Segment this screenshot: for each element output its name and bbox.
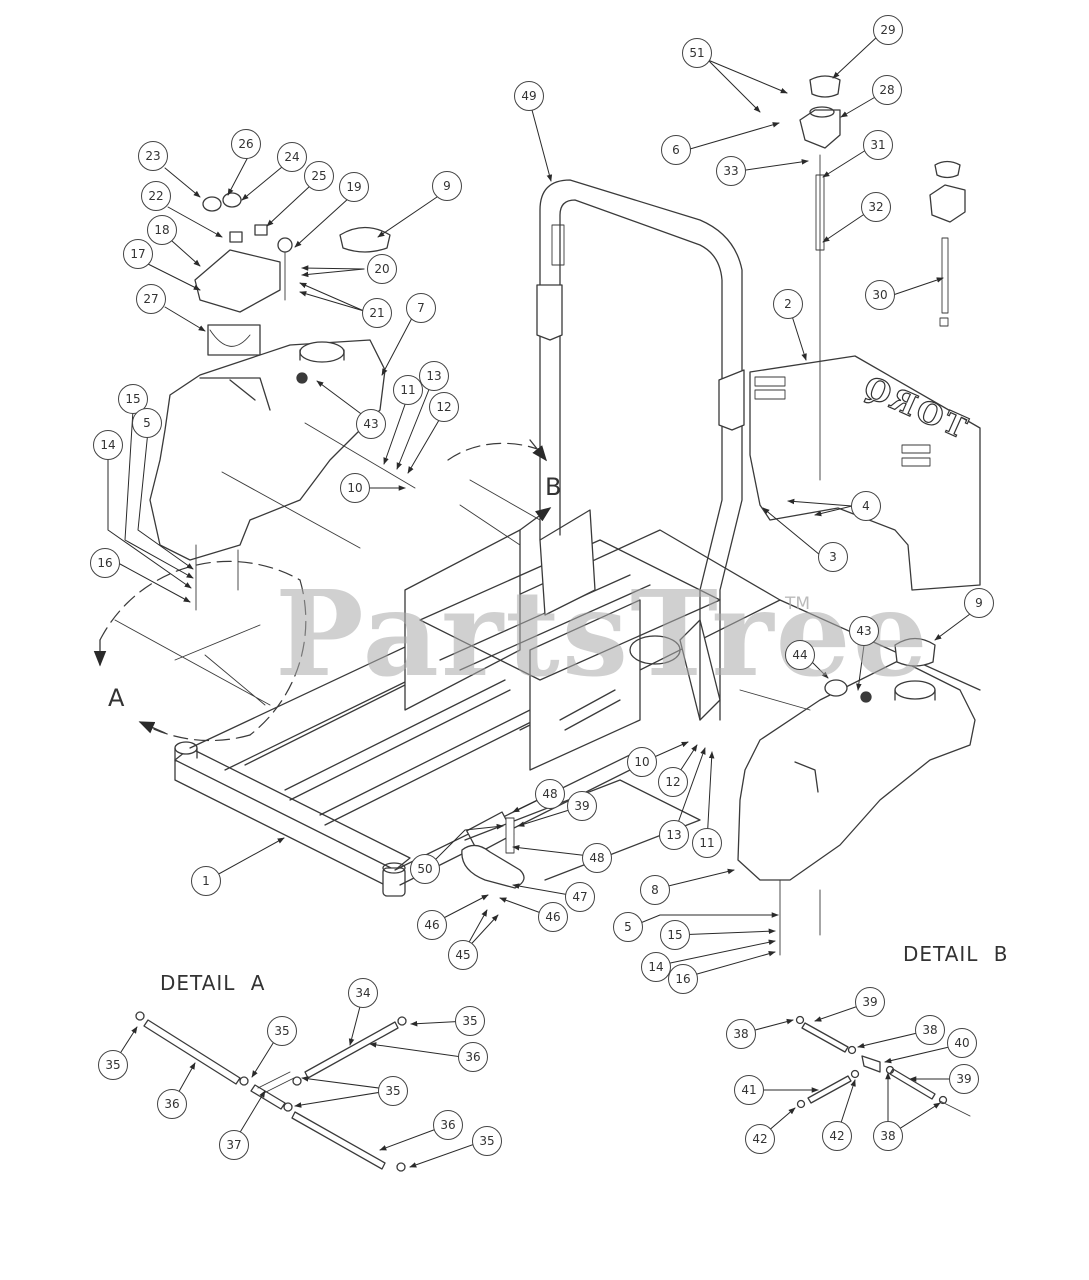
callout-32[interactable]: 32 [861,192,891,222]
callout-46-right[interactable]: 46 [538,902,568,932]
callout-9-top[interactable]: 9 [432,171,462,201]
callout-38-left[interactable]: 38 [726,1019,756,1049]
control-box [194,192,293,356]
callout-51[interactable]: 51 [682,38,712,68]
callout-14-bottom[interactable]: 14 [641,952,671,982]
callout-26[interactable]: 26 [231,129,261,159]
callout-38-right[interactable]: 38 [915,1015,945,1045]
callout-2[interactable]: 2 [773,289,803,319]
callout-25[interactable]: 25 [304,161,334,191]
left-fuel-tank [149,339,386,561]
callout-24[interactable]: 24 [277,142,307,172]
callout-18[interactable]: 18 [147,215,177,245]
callout-33[interactable]: 33 [716,156,746,186]
callout-34[interactable]: 34 [348,978,378,1008]
fuel-filter-assembly [799,75,966,327]
callout-3[interactable]: 3 [818,542,848,572]
callout-12-top[interactable]: 12 [429,392,459,422]
callout-40[interactable]: 40 [947,1028,977,1058]
callout-44[interactable]: 44 [785,640,815,670]
callout-43-left[interactable]: 43 [356,409,386,439]
view-marker-a: A [108,684,125,712]
callout-43-right[interactable]: 43 [849,616,879,646]
callout-22[interactable]: 22 [141,181,171,211]
callout-5-left[interactable]: 5 [132,408,162,438]
callout-45[interactable]: 45 [448,940,478,970]
callout-36-b[interactable]: 36 [458,1042,488,1072]
callout-13-bottom[interactable]: 13 [659,820,689,850]
detail-b-title: DETAIL B [903,942,1009,966]
callout-1[interactable]: 1 [191,866,221,896]
callout-46-left[interactable]: 46 [417,910,447,940]
callout-49[interactable]: 49 [514,81,544,111]
rear-control-panel [749,154,981,591]
callout-35-c[interactable]: 35 [455,1006,485,1036]
callout-31[interactable]: 31 [863,130,893,160]
callout-39-main[interactable]: 39 [567,791,597,821]
callout-21[interactable]: 21 [362,298,392,328]
seat-mount-brackets [404,509,721,771]
callout-19[interactable]: 19 [339,172,369,202]
callout-9-right[interactable]: 9 [964,588,994,618]
callout-39-detail-top[interactable]: 39 [855,987,885,1017]
callout-16-left[interactable]: 16 [90,548,120,578]
callout-36-a[interactable]: 36 [157,1089,187,1119]
detail-b-drawing [795,1015,971,1117]
callout-30[interactable]: 30 [865,280,895,310]
callout-39-detail-right[interactable]: 39 [949,1064,979,1094]
callout-4[interactable]: 4 [851,491,881,521]
callout-15-bottom[interactable]: 15 [660,920,690,950]
callout-17[interactable]: 17 [123,239,153,269]
view-marker-b: B [545,473,562,501]
callout-35-e[interactable]: 35 [472,1126,502,1156]
callout-8[interactable]: 8 [640,875,670,905]
callout-47[interactable]: 47 [565,882,595,912]
callout-28[interactable]: 28 [872,75,902,105]
callout-42-right[interactable]: 42 [822,1121,852,1151]
callout-48-top[interactable]: 48 [535,779,565,809]
callout-7[interactable]: 7 [406,293,436,323]
callout-6[interactable]: 6 [661,135,691,165]
callout-37[interactable]: 37 [219,1130,249,1160]
trademark-symbol: TM [785,594,811,614]
callout-14-left[interactable]: 14 [93,430,123,460]
callout-11-top[interactable]: 11 [393,375,423,405]
callout-23[interactable]: 23 [138,141,168,171]
callout-35-a[interactable]: 35 [98,1050,128,1080]
callout-29[interactable]: 29 [873,15,903,45]
callout-42-left[interactable]: 42 [745,1124,775,1154]
callout-20[interactable]: 20 [367,254,397,284]
callout-41[interactable]: 41 [734,1075,764,1105]
callout-5-bottom[interactable]: 5 [613,912,643,942]
detail-a-title: DETAIL A [160,971,266,995]
right-fuel-tank [737,659,976,881]
callout-10-bottom[interactable]: 10 [627,747,657,777]
callout-11-bottom[interactable]: 11 [692,828,722,858]
callout-27[interactable]: 27 [136,284,166,314]
callout-10-top[interactable]: 10 [340,473,370,503]
callout-48-bottom[interactable]: 48 [582,843,612,873]
callout-12-bottom[interactable]: 12 [658,767,688,797]
callout-38-bottom[interactable]: 38 [873,1121,903,1151]
callout-35-b[interactable]: 35 [267,1016,297,1046]
callout-35-d[interactable]: 35 [378,1076,408,1106]
rops-roll-bar [536,179,745,721]
callout-36-c[interactable]: 36 [433,1110,463,1140]
callout-13-top[interactable]: 13 [419,361,449,391]
callout-16-bottom[interactable]: 16 [668,964,698,994]
callout-50[interactable]: 50 [410,854,440,884]
hardware-lines [195,422,821,956]
